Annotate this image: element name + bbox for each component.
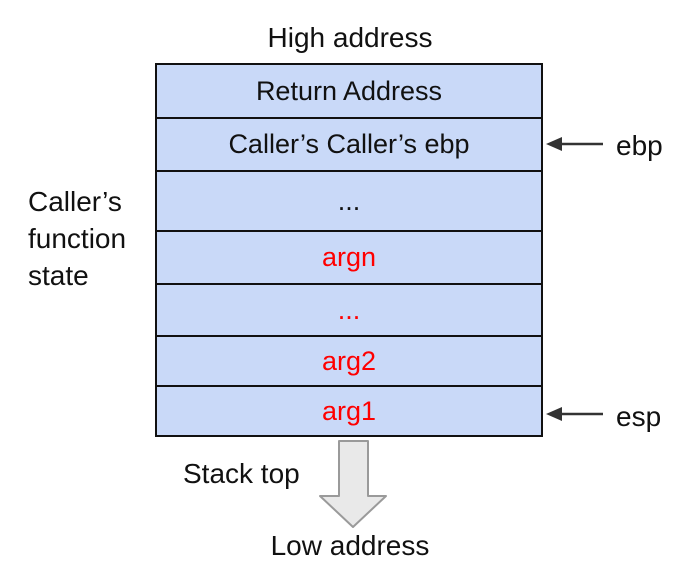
callers-function-state-label: Caller’s function state [28,186,127,291]
stack-frame: Return Address Caller’s Caller’s ebp ...… [155,63,543,437]
esp-pointer-label: esp [616,401,662,432]
low-address-label: Low address [270,530,430,561]
stack-cell-callers-callers-ebp: Caller’s Caller’s ebp [157,119,541,172]
stack-cell-argn: argn [157,232,541,285]
stack-top-label: Stack top [183,458,300,489]
esp-arrow-icon [546,407,603,421]
high-address-label: High address [267,22,433,53]
stack-cell-ellipsis-args: ... [157,285,541,337]
ebp-pointer-label: ebp [616,130,663,161]
stack-cell-arg1: arg1 [321,395,377,426]
stack-cell-return-address: Return Address [157,65,541,119]
ebp-arrow-icon [546,137,603,151]
stack-cell-arg2: arg2 [157,337,541,387]
stack-cell-ellipsis-upper: ... [157,172,541,232]
growth-down-arrow-icon [319,440,387,528]
